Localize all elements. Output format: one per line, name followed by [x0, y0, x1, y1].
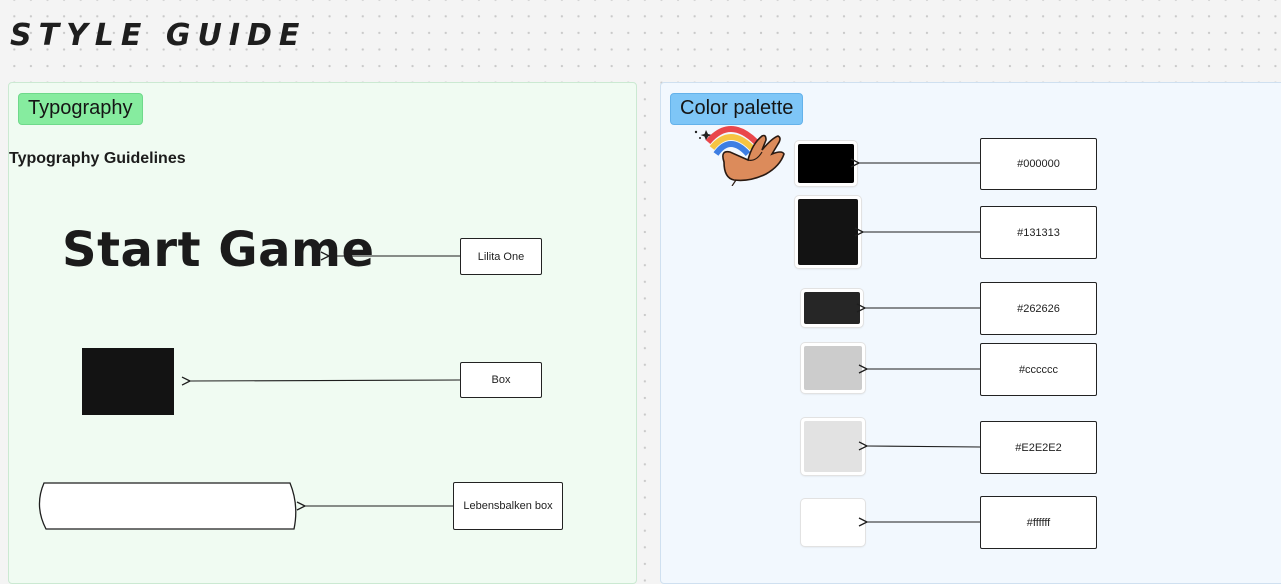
box-sample[interactable]	[82, 348, 174, 415]
color-swatch-000000[interactable]	[795, 141, 857, 186]
typography-guidelines-heading[interactable]: Typography Guidelines	[9, 150, 186, 167]
color-swatch-e2e2e2[interactable]	[801, 418, 865, 475]
color-swatch-cccccc[interactable]	[801, 343, 865, 393]
color-label-e2e2e2[interactable]: #E2E2E2	[980, 421, 1097, 474]
start-game-font-sample[interactable]: Start Game	[62, 222, 375, 278]
color-label-000000[interactable]: #000000	[980, 138, 1097, 190]
swatch-fill	[804, 346, 862, 390]
box-label[interactable]: Box	[460, 362, 542, 398]
swatch-fill	[798, 144, 854, 183]
swatch-fill	[804, 292, 860, 324]
swatch-fill	[804, 421, 862, 472]
color-label-ffffff[interactable]: #ffffff	[980, 496, 1097, 549]
color-swatch-131313[interactable]	[795, 196, 861, 268]
health-bar-box-label[interactable]: Lebensbalken box	[453, 482, 563, 530]
color-label-262626[interactable]: #262626	[980, 282, 1097, 335]
color-label-131313[interactable]: #131313	[980, 206, 1097, 259]
color-swatch-262626[interactable]	[801, 289, 863, 327]
color-label-cccccc[interactable]: #cccccc	[980, 343, 1097, 396]
swatch-fill	[804, 502, 862, 543]
swatch-fill	[798, 199, 858, 265]
page-title: STYLE GUIDE	[10, 18, 307, 53]
typography-section-chip[interactable]: Typography	[18, 93, 143, 125]
color-palette-section-chip[interactable]: Color palette	[670, 93, 804, 125]
rainbow-hand-sticker-icon[interactable]	[690, 122, 790, 186]
lilita-one-label[interactable]: Lilita One	[460, 238, 542, 275]
color-swatch-ffffff[interactable]	[801, 499, 865, 546]
